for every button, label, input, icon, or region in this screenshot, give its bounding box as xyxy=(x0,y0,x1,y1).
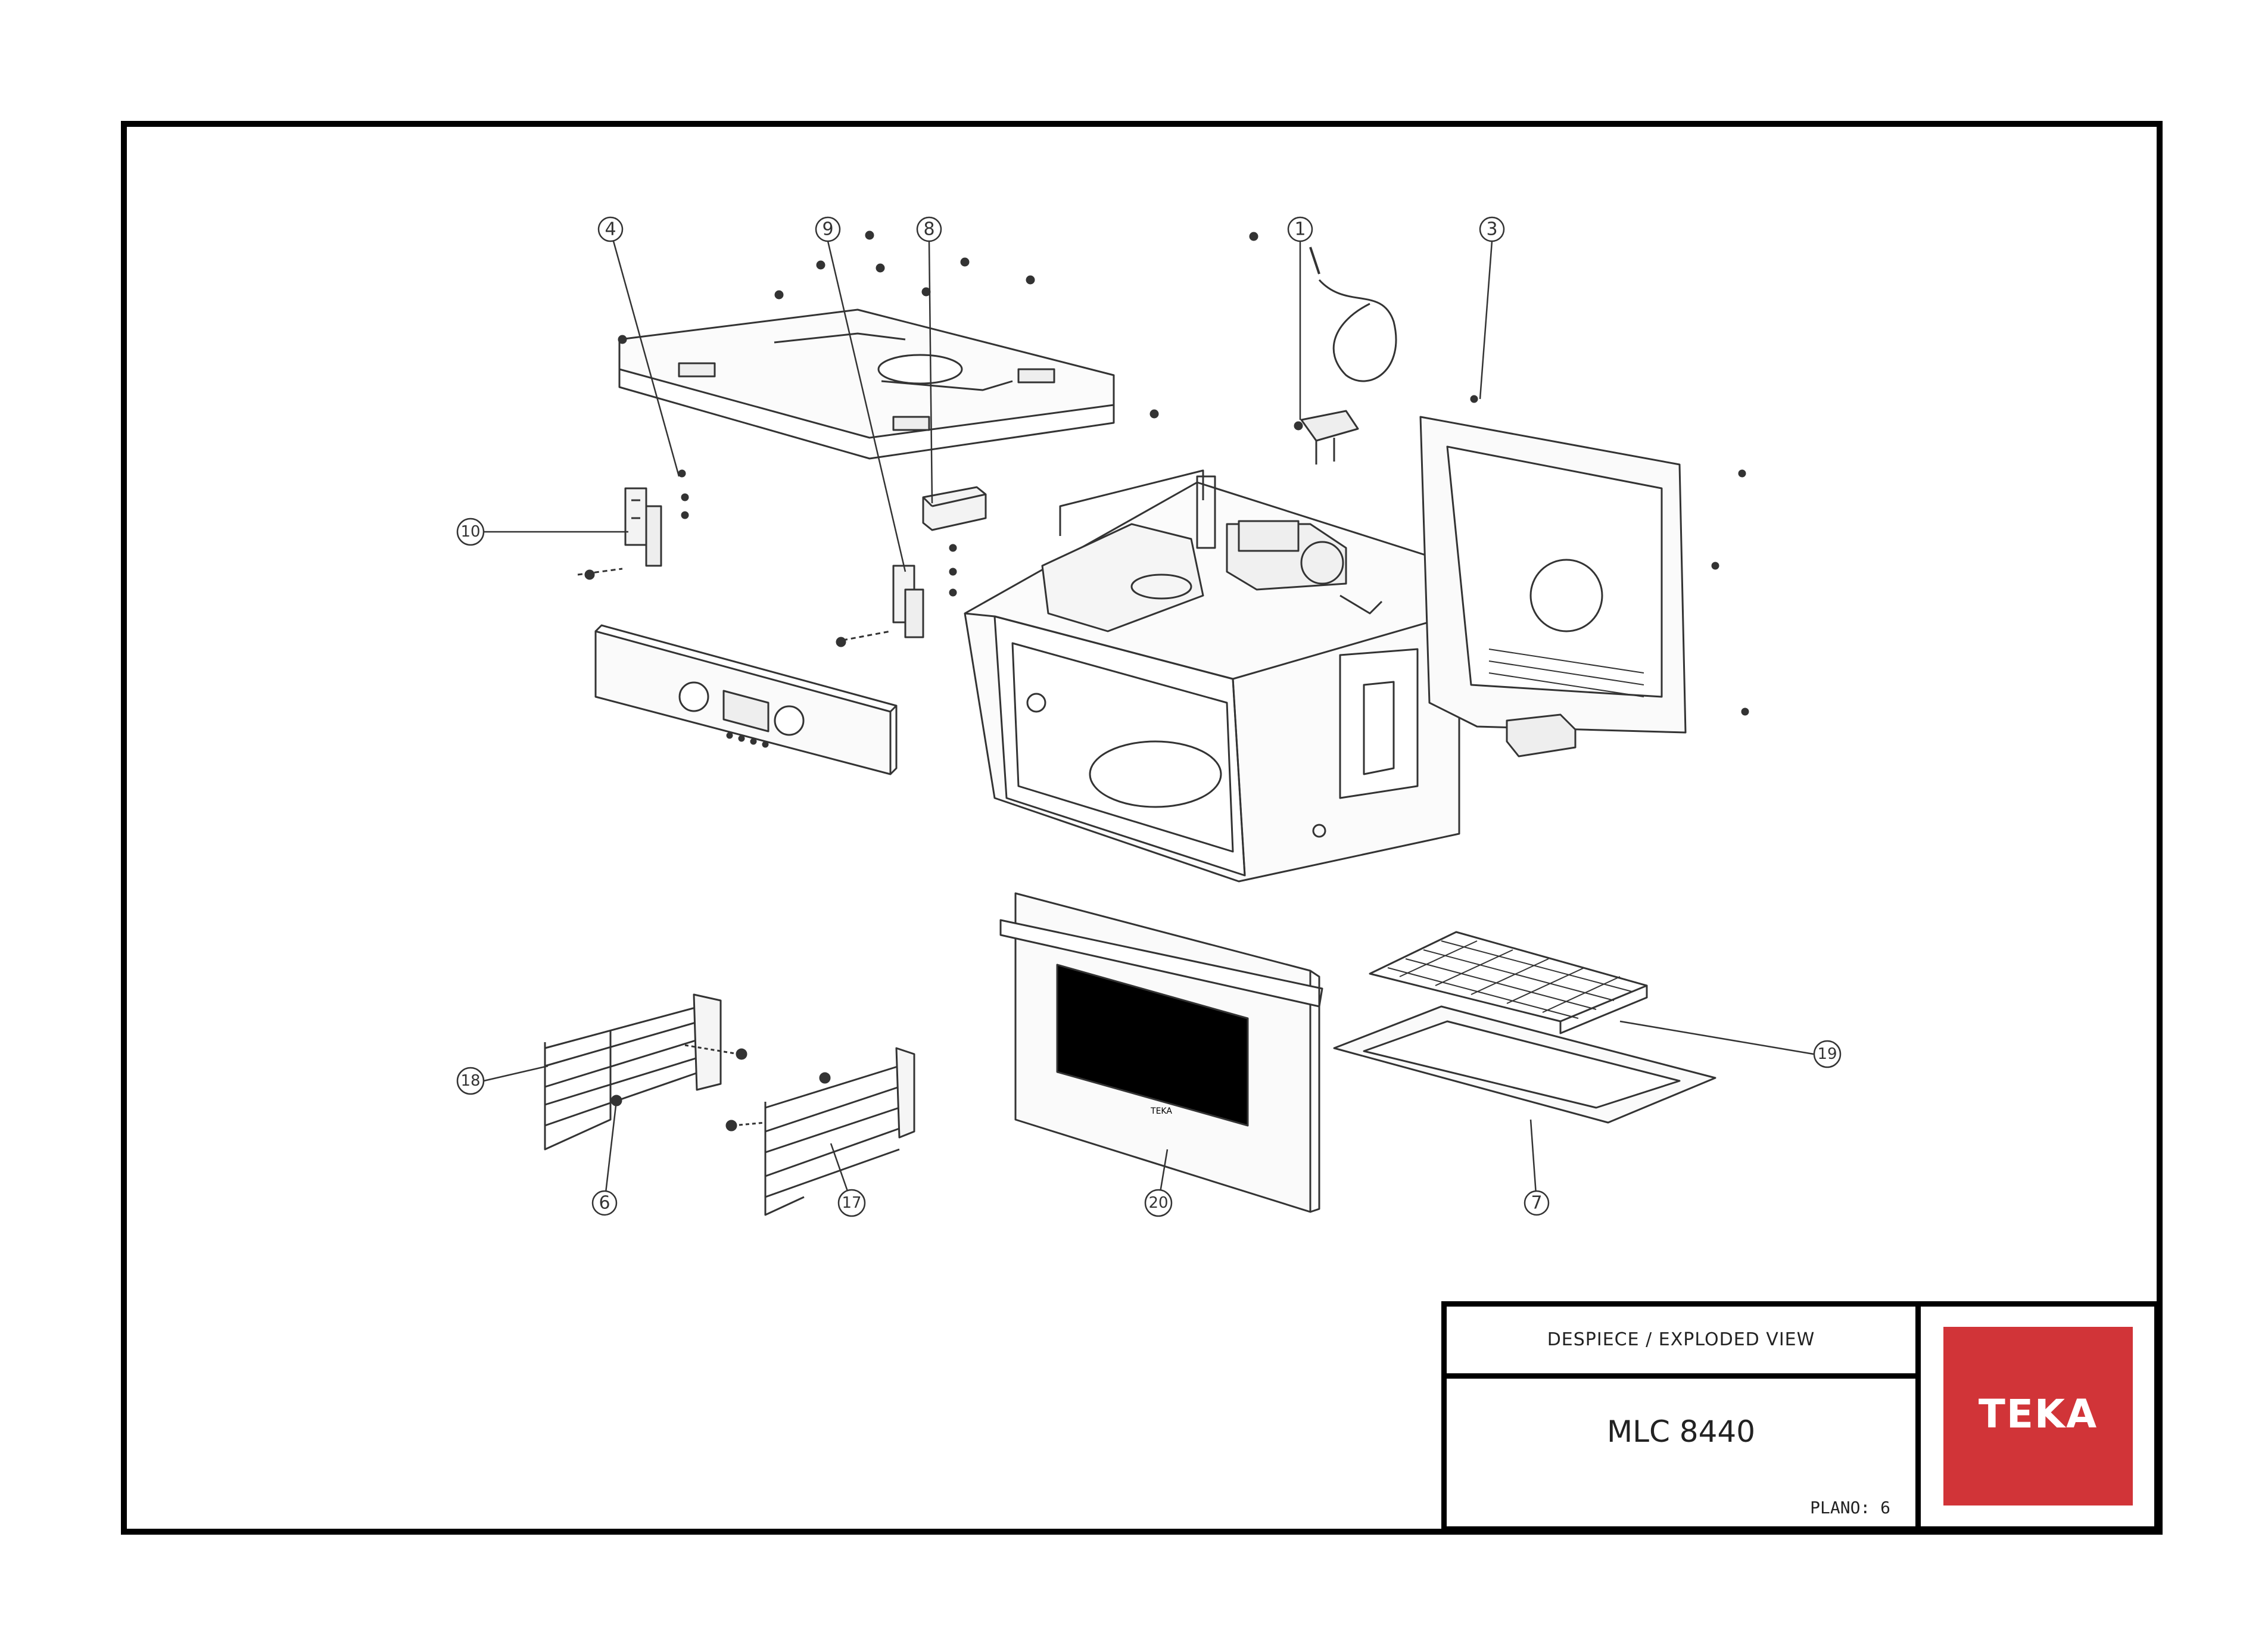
svg-text:17: 17 xyxy=(842,1194,861,1212)
callout-20: 20 xyxy=(1144,1189,1173,1217)
door-logo: TEKA xyxy=(1150,1106,1172,1116)
callout-17: 17 xyxy=(837,1189,866,1217)
callout-4: 4 xyxy=(597,216,624,242)
title-model-cell: MLC 8440 PLANO: 6 xyxy=(1441,1373,1921,1532)
model-number: MLC 8440 xyxy=(1606,1414,1756,1449)
part-3-rear-panel xyxy=(1419,395,1749,758)
teka-logo: TEKA xyxy=(1943,1327,2133,1505)
callout-6: 6 xyxy=(591,1190,618,1216)
top-screws xyxy=(618,230,1258,419)
sheet-number: PLANO: 6 xyxy=(1810,1498,1890,1517)
part-18-shelf-support xyxy=(544,993,747,1151)
callout-8: 8 xyxy=(916,216,942,242)
callout-1: 1 xyxy=(1287,216,1313,242)
svg-text:10: 10 xyxy=(460,523,480,541)
callout-7: 7 xyxy=(1524,1190,1550,1216)
top-cover-plate xyxy=(618,308,1115,460)
svg-text:7: 7 xyxy=(1531,1193,1542,1214)
svg-text:8: 8 xyxy=(923,219,934,240)
callout-9: 9 xyxy=(815,216,841,242)
part-20-door: TEKA xyxy=(999,892,1323,1213)
leader-lines xyxy=(483,241,1814,1204)
svg-text:20: 20 xyxy=(1148,1194,1168,1212)
teka-logo-text: TEKA xyxy=(1978,1391,2098,1437)
svg-text:18: 18 xyxy=(460,1072,480,1090)
svg-text:1: 1 xyxy=(1294,219,1306,240)
oven-cavity-body xyxy=(964,469,1460,883)
callout-18: 18 xyxy=(456,1067,485,1095)
svg-text:6: 6 xyxy=(599,1193,610,1214)
part-1-sensor xyxy=(1294,247,1397,465)
part-9-hinge xyxy=(836,544,957,647)
part-7-baking-tray xyxy=(1333,1005,1716,1124)
callout-3: 3 xyxy=(1479,216,1505,242)
svg-text:4: 4 xyxy=(605,219,616,240)
part-19-wire-rack xyxy=(1369,931,1648,1034)
callout-19: 19 xyxy=(1813,1040,1842,1068)
part-8-cover xyxy=(922,486,987,531)
title-heading-cell: DESPIECE / EXPLODED VIEW xyxy=(1441,1301,1921,1379)
callout-10: 10 xyxy=(456,518,485,546)
part-10-hinge xyxy=(577,469,689,580)
logo-cell: TEKA xyxy=(1915,1301,2160,1532)
svg-text:3: 3 xyxy=(1486,219,1497,240)
part-17-shelf-support xyxy=(725,1047,915,1216)
drawing-frame xyxy=(121,121,2163,1535)
svg-text:19: 19 xyxy=(1817,1045,1837,1063)
drawing-heading: DESPIECE / EXPLODED VIEW xyxy=(1547,1329,1815,1350)
svg-text:9: 9 xyxy=(822,219,833,240)
control-panel xyxy=(594,624,898,775)
